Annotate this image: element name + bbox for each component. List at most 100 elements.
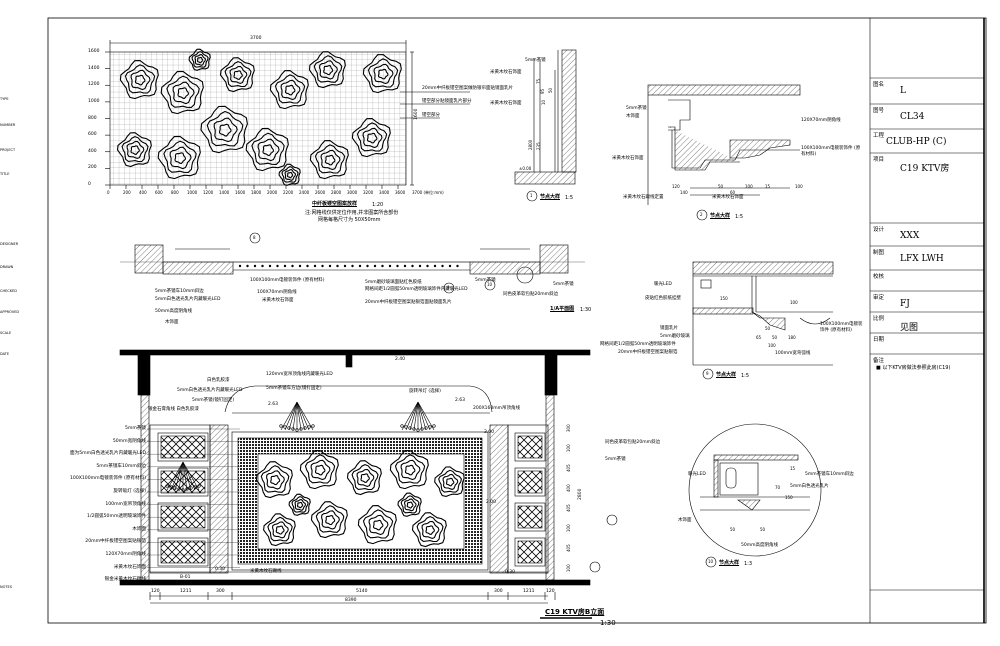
rose-motif <box>251 132 285 165</box>
rose-motif <box>206 110 244 147</box>
rose-motif <box>366 132 378 144</box>
rose-motif <box>260 465 290 493</box>
callout: 米黄木纹石饰面 <box>612 156 644 161</box>
x-tick-label: 600 <box>155 190 163 195</box>
rose-motif <box>174 152 187 164</box>
callout: 1/2圆弧50mm透明玻璃饰件 <box>87 514 146 520</box>
rose-motif <box>377 68 389 80</box>
elevation-scale: 1:30 <box>600 619 616 627</box>
plan-scale: 1:30 <box>580 307 592 313</box>
rose-motif <box>196 56 204 64</box>
rose-motif <box>296 501 304 509</box>
dimension-label: 100 <box>768 343 776 348</box>
dimension-label: 100 <box>566 564 571 572</box>
rose-motif <box>267 516 293 542</box>
x-tick-label: 1200 <box>203 190 214 195</box>
total-dimension-label: 8390 <box>345 598 357 603</box>
title-block-en-label: DESIGNER <box>0 242 19 246</box>
y-tick-label: 0 <box>88 182 91 187</box>
rose-motif <box>434 466 465 497</box>
dimension-label: 15 <box>765 184 771 189</box>
rose-motif <box>346 460 382 496</box>
callout: 120X70mm阴角线 <box>801 118 841 123</box>
x-tick-label: 2200 <box>283 190 294 195</box>
x-tick-label: 1000 <box>187 190 198 195</box>
section-ref: 8 <box>253 235 256 240</box>
callout: 100X100mm电镀装饰件 (原有材料) <box>801 146 861 157</box>
title-block-label: 图号 <box>873 108 885 114</box>
rose-motif <box>319 60 338 80</box>
rose-motif <box>400 459 421 481</box>
callout: 5mm茶镜车10mm斜边 <box>96 463 146 469</box>
dimension-label: 405 <box>566 464 571 472</box>
rose-motif <box>130 145 140 155</box>
rose-motif <box>416 515 444 543</box>
rose-motif <box>362 509 394 539</box>
rose-motif <box>177 87 190 99</box>
remarks-text: ■ 以下KTV房做法参照此房(C19) <box>876 365 951 371</box>
rose-motif <box>194 54 207 66</box>
callout: 米黄木纹石饰面 <box>490 70 522 75</box>
dimension-label: 235 <box>536 142 541 150</box>
detail-ref: 9 <box>706 371 709 376</box>
rose-motif <box>304 454 336 484</box>
elevation-caption: C19 KTV房B立面 <box>545 608 605 616</box>
rose-motif <box>284 169 297 181</box>
rose-motif <box>188 48 211 71</box>
x-tick-label: 400 <box>139 190 147 195</box>
rose-motif <box>438 469 462 493</box>
dimension-label: 50 <box>730 527 736 532</box>
detail-ref: 10 <box>708 559 714 564</box>
rose-motif <box>281 165 299 183</box>
rose-motif <box>160 70 204 115</box>
rose-motif <box>360 473 370 483</box>
rose-motif <box>130 69 151 91</box>
rose-motif <box>389 450 429 490</box>
dimension-label: 150 <box>785 495 793 500</box>
callout: 银金石膏角线 白色乳胶漆 <box>148 407 199 412</box>
title-block-label: 校核 <box>873 274 885 280</box>
callout: 网格间距1/2圆弧50mm透明玻璃饰件内藏暖光LED <box>365 287 468 292</box>
x-tick-label: 1400 <box>219 190 230 195</box>
y-tick-label: 400 <box>88 148 97 154</box>
rose-motif <box>286 171 294 179</box>
level-mark: 2.40 <box>395 357 406 362</box>
rose-motif <box>314 144 346 174</box>
callout: 5mm茶镜 <box>525 58 546 63</box>
dimension-label: 100 <box>795 184 803 189</box>
width-dimension: 3700 <box>250 36 262 41</box>
rose-motif <box>126 140 145 159</box>
title-block-label: 比例 <box>873 316 885 322</box>
callout: 5mm茶镜车10mm斜边 <box>805 472 854 477</box>
dimension-label: 65 <box>756 335 762 340</box>
detail-caption: 节点大样 <box>719 560 740 566</box>
title-block-en-label: CHECKED <box>0 289 17 293</box>
rose-motif <box>368 514 389 536</box>
rose-motif <box>257 138 280 162</box>
x-tick-label: 0 <box>107 190 110 195</box>
level-mark: 0.30 <box>505 570 516 575</box>
detail-scale: 1:5 <box>565 195 574 201</box>
rose-motif <box>324 154 336 166</box>
rose-motif <box>163 140 197 173</box>
dimension-label: 75 <box>536 78 541 84</box>
dimension-label: 405 <box>566 504 571 512</box>
x-tick-label: 3600 <box>395 190 406 195</box>
dimension-label: 300 <box>494 589 503 594</box>
x-tick-label: 3000 <box>347 190 358 195</box>
callout: 100X100mm电镀装饰件 (原有材料) <box>820 322 863 333</box>
rose-motif <box>400 495 420 514</box>
rose-motif <box>421 520 440 539</box>
callout: 5mm白色透光乳片内藏暖光LED <box>155 297 221 302</box>
callout: 100mm宽弯弧线 <box>775 351 811 356</box>
title-block-en-label: TYPE <box>0 97 9 101</box>
sheet-border <box>47 17 987 624</box>
callout: 5mm白色透光乳片 <box>790 484 829 489</box>
rose-motif <box>310 501 348 539</box>
callout: 镂空部分 <box>422 113 440 118</box>
rose-motif <box>308 51 346 89</box>
rose-motif <box>325 515 336 526</box>
callout: 白色乳胶漆 <box>207 378 230 383</box>
title-block-en-label: PROJECT <box>0 148 16 152</box>
